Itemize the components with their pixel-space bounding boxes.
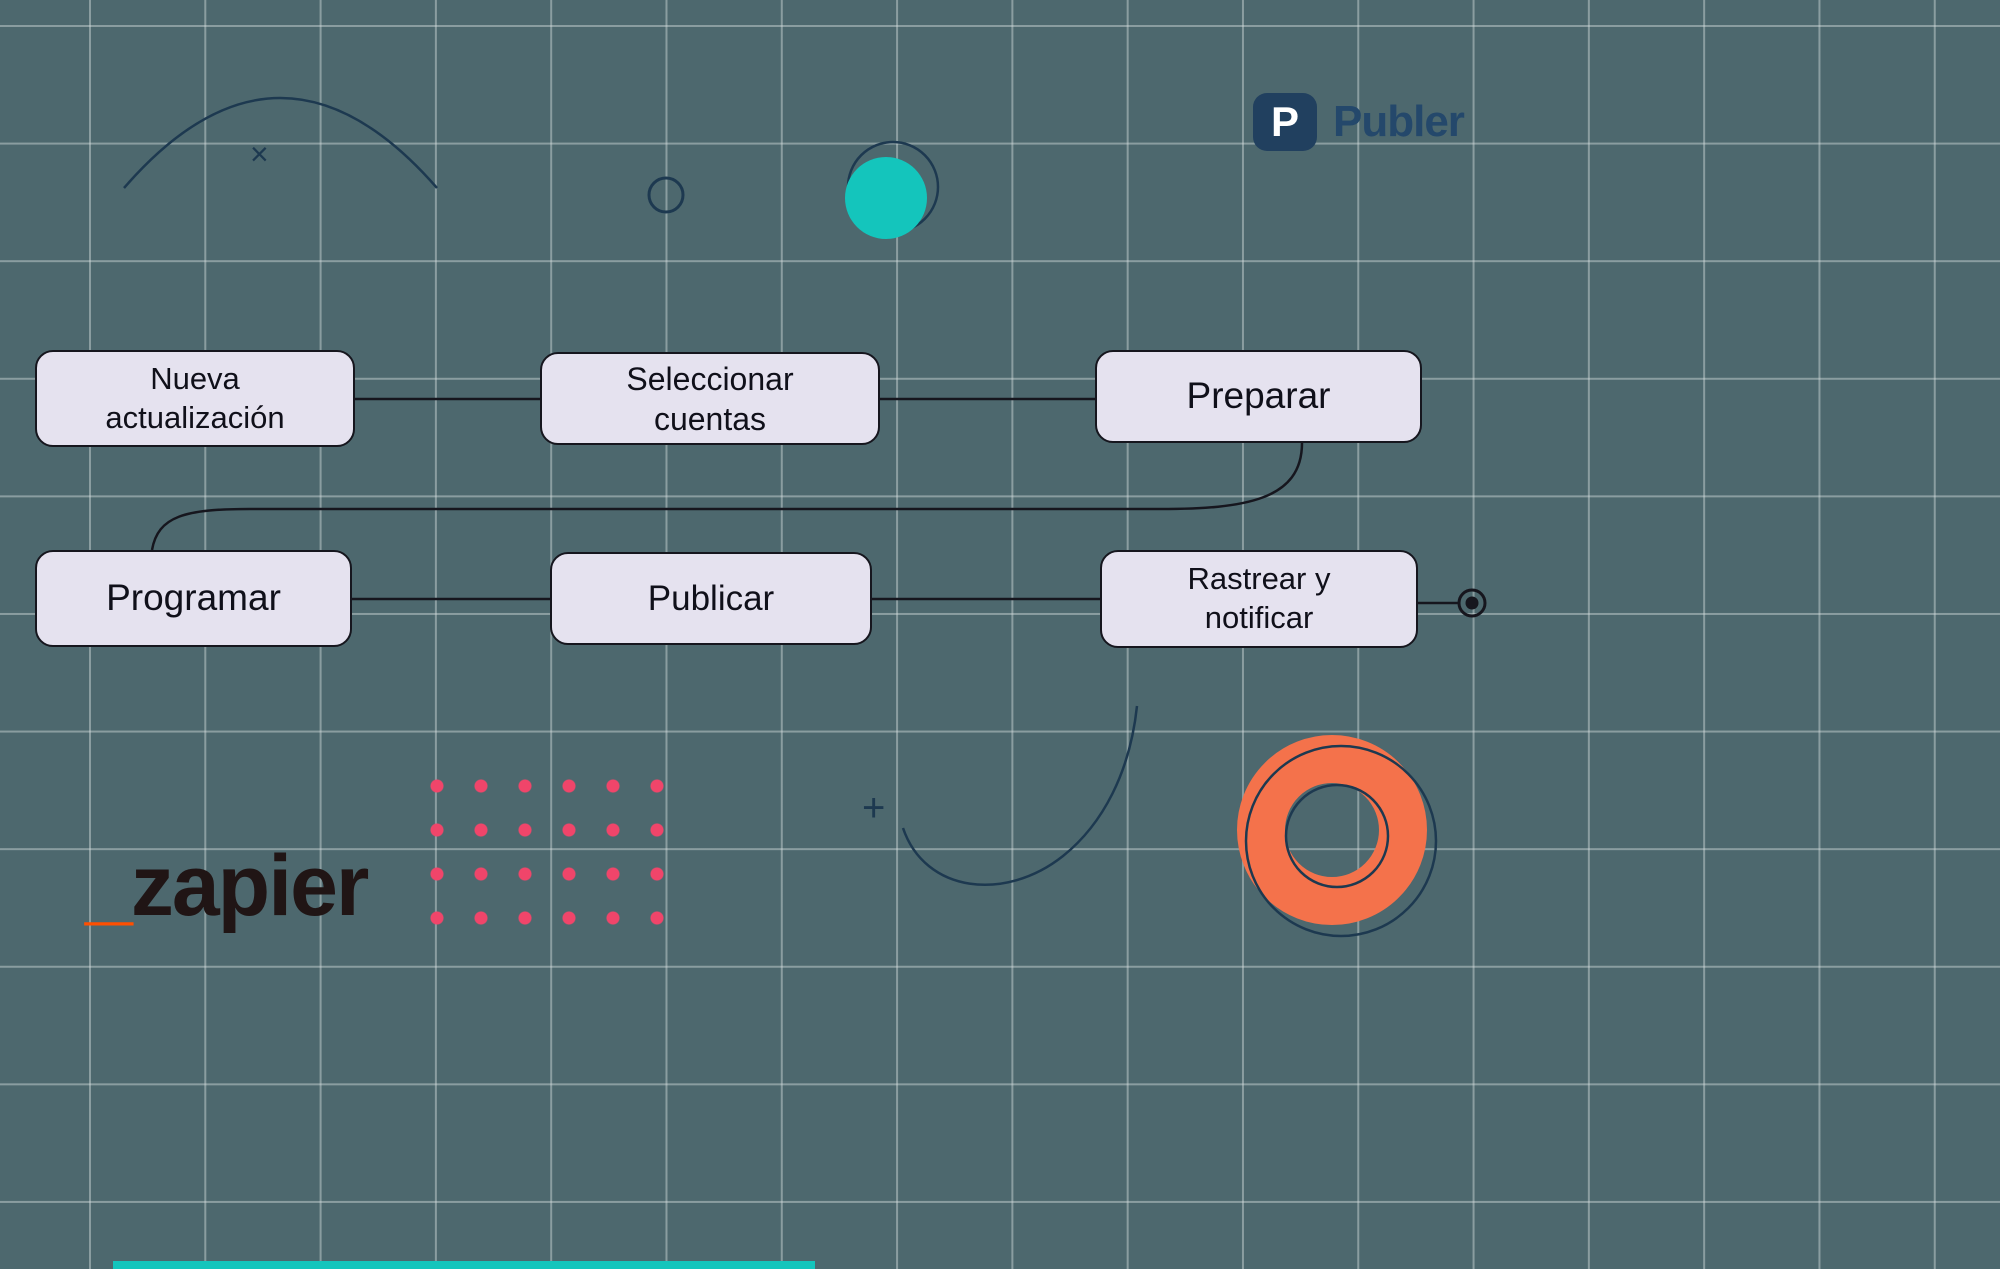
end-marker-ring-icon <box>1457 588 1487 618</box>
donut-shape-icon <box>1237 735 1427 925</box>
zapier-underscore-icon: _ <box>85 838 133 934</box>
small-circle-icon <box>647 176 685 214</box>
donut-outline-inner-icon <box>1284 783 1390 889</box>
pink-dot-grid <box>415 764 679 940</box>
donut-outline-outer-icon <box>1244 744 1438 938</box>
publer-badge-icon: P <box>1253 93 1317 151</box>
publer-monogram: P <box>1270 98 1299 145</box>
flow-node-label: Nueva actualización <box>105 360 285 435</box>
teal-circle-icon <box>845 157 927 239</box>
flow-node-programar: Programar <box>35 550 352 647</box>
zapier-logo: _zapier <box>85 843 369 929</box>
flow-node-publicar: Publicar <box>550 552 872 645</box>
zapier-wordmark: zapier <box>130 838 370 934</box>
connector-preparar-programar <box>150 442 1304 551</box>
flow-node-label: Rastrear y notificar <box>1187 561 1331 635</box>
flow-node-preparar: Preparar <box>1095 350 1422 443</box>
flow-node-nueva-actualizacion: Nueva actualización <box>35 350 355 447</box>
plus-icon: + <box>862 786 886 830</box>
flow-node-label: Preparar <box>1186 375 1331 417</box>
flow-node-label: Publicar <box>647 578 775 618</box>
publer-logo: P Publer <box>1253 93 1465 151</box>
teal-circle-outline-icon <box>846 140 940 234</box>
x-mark-icon: × <box>250 136 269 172</box>
bottom-teal-strip <box>113 1261 815 1269</box>
flow-node-label: Seleccionar cuentas <box>626 360 794 437</box>
flow-node-seleccionar-cuentas: Seleccionar cuentas <box>540 352 880 445</box>
flow-node-label: Programar <box>106 577 281 619</box>
publer-wordmark: Publer <box>1333 97 1465 146</box>
bottom-arc <box>901 705 1139 886</box>
end-marker-dot-icon <box>1465 596 1479 610</box>
flow-node-rastrear-y-notificar: Rastrear y notificar <box>1100 550 1418 648</box>
top-arc <box>123 96 438 189</box>
